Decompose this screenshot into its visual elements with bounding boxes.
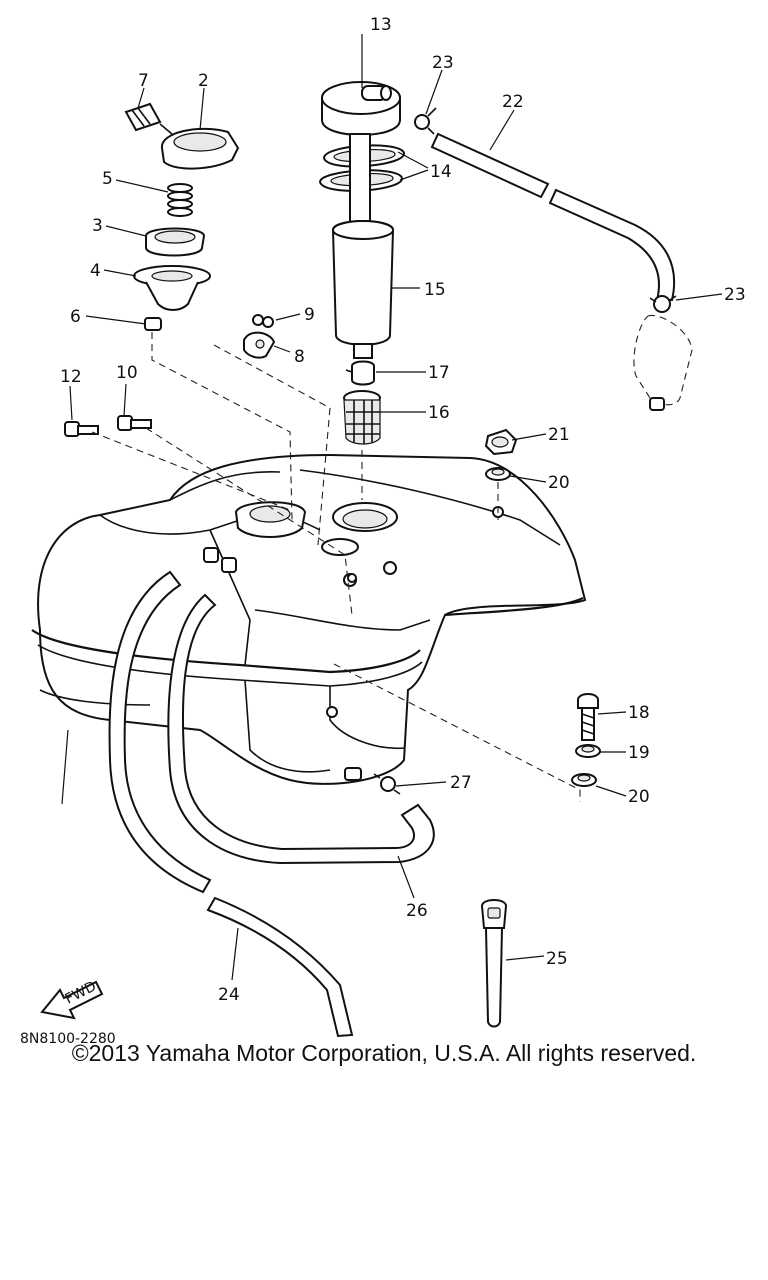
fuel-tank-parts-diagram: FWD 13 23 22 14 15 (20, 15, 746, 1047)
canister-outline (633, 314, 693, 406)
part-16-fuel-filter[interactable] (343, 390, 381, 445)
tank-clip-small (347, 573, 357, 583)
label-8: 8 (294, 347, 305, 367)
label-7: 7 (138, 71, 149, 91)
diagram-code: 8N8100-2280 (20, 1031, 116, 1047)
label-16: 16 (428, 403, 450, 423)
label-20-upper: 20 (548, 473, 570, 493)
part-6-screw[interactable] (144, 317, 162, 331)
label-20-lower: 20 (628, 787, 650, 807)
part-21-nut[interactable] (484, 428, 518, 456)
part-9-clip[interactable] (252, 314, 274, 328)
label-25: 25 (546, 949, 568, 969)
label-9: 9 (304, 305, 315, 325)
part-13-fuel-pump-head[interactable] (321, 81, 401, 136)
label-26: 26 (406, 901, 428, 921)
hose-26[interactable] (167, 593, 435, 865)
part-23-hose-clamp-lower[interactable] (649, 295, 677, 313)
label-4: 4 (90, 261, 101, 281)
part-15-fuel-pump[interactable] (331, 220, 395, 359)
part-12-bolt[interactable] (64, 421, 99, 437)
label-24: 24 (218, 985, 240, 1005)
label-19: 19 (628, 743, 650, 763)
label-12: 12 (60, 367, 82, 387)
part-10-bolt[interactable] (117, 415, 152, 431)
label-13: 13 (370, 15, 392, 35)
label-6: 6 (70, 307, 81, 327)
leader-lines (61, 34, 723, 981)
part-23-hose-clamp-upper[interactable] (414, 107, 437, 135)
label-18: 18 (628, 703, 650, 723)
label-23-lower: 23 (724, 285, 746, 305)
label-21: 21 (548, 425, 570, 445)
part-3-gasket[interactable] (145, 227, 206, 257)
part-8-bracket[interactable] (243, 331, 276, 359)
label-22: 22 (502, 92, 524, 112)
assembly-lines (91, 332, 581, 802)
part-18-bolt[interactable] (577, 693, 599, 741)
part-19-washer[interactable] (575, 744, 601, 758)
part-7-key[interactable] (124, 102, 173, 135)
part-5-spring[interactable] (167, 183, 193, 217)
part-17-clip[interactable] (345, 360, 375, 386)
part-27-hose-clamp[interactable] (373, 773, 401, 795)
part-25-tank-band[interactable] (480, 899, 508, 1028)
hose-24[interactable] (108, 570, 354, 1038)
label-14: 14 (430, 162, 452, 182)
part-20-washer-lower[interactable] (571, 773, 597, 787)
label-10: 10 (116, 363, 138, 383)
forward-arrow-icon: FWD (40, 978, 104, 1020)
part-4-filler-strainer[interactable] (133, 265, 211, 311)
label-27: 27 (450, 773, 472, 793)
label-3: 3 (92, 216, 103, 236)
canister-nipple (649, 397, 665, 411)
part-labels: 13 23 22 14 15 23 17 16 21 20 18 19 20 2… (60, 15, 746, 1005)
hose-22[interactable] (430, 132, 676, 301)
pump-shaft (349, 133, 371, 235)
label-17: 17 (428, 363, 450, 383)
label-15: 15 (424, 280, 446, 300)
label-23-upper: 23 (432, 53, 454, 73)
copyright-notice: ©2013 Yamaha Motor Corporation, U.S.A. A… (71, 1040, 697, 1066)
label-2: 2 (198, 71, 209, 91)
part-2-fuel-cap[interactable] (161, 127, 240, 170)
part-20-washer-upper[interactable] (485, 467, 511, 481)
label-5: 5 (102, 169, 113, 189)
